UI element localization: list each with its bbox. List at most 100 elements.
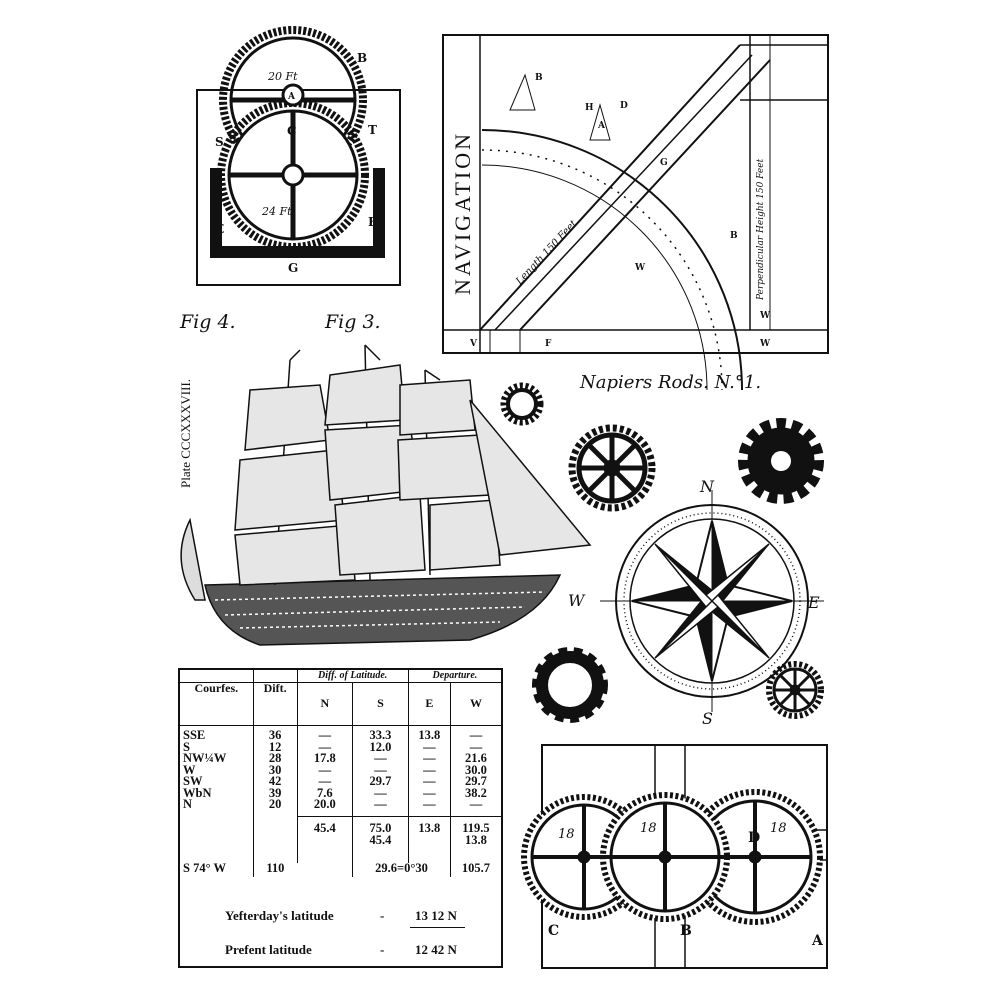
label-d: D	[620, 101, 628, 111]
small-spoked-gear-icon	[766, 661, 824, 719]
gear-figure-fig4: B A C S T E F G 20 Ft 24 Ft	[196, 26, 401, 286]
traverse-table: Diff. of Latitude. Departure. Courfes. D…	[178, 668, 503, 968]
table-cell: WbN	[183, 785, 212, 800]
final-course: S 74° W	[183, 861, 226, 875]
label-20ft: 20 Ft	[267, 70, 298, 83]
table-cell: 17.8	[313, 751, 336, 765]
compass-e: E	[807, 593, 820, 612]
small-ring-gear-icon	[500, 382, 544, 426]
total-s-2: 45.4	[369, 832, 392, 847]
label-e: E	[215, 222, 224, 236]
label-b: B	[535, 73, 543, 83]
table-cell: —	[423, 739, 436, 754]
table-cell: —	[423, 797, 436, 811]
table-cell: —	[374, 785, 387, 800]
table-cell: SSE	[183, 728, 206, 742]
table-cell: —	[318, 774, 332, 788]
table-cell: S	[183, 739, 190, 754]
table-cell: 28	[268, 751, 282, 765]
final-dist: 110	[252, 862, 297, 877]
col-header: W	[449, 682, 501, 726]
fig4-caption: Fig 4.	[179, 311, 236, 333]
table-cell: 29.7	[369, 774, 392, 788]
table-cell: 20.0	[313, 797, 336, 811]
yesterday-value: 13 12 N	[415, 908, 457, 923]
label-w: W	[759, 339, 771, 349]
table-cell: 38.2	[465, 785, 487, 800]
table-cell: NW¼W	[183, 751, 227, 765]
label-a: A	[287, 92, 296, 102]
total-s-1: 75.0	[369, 821, 392, 835]
label-t: T	[368, 123, 377, 137]
table-cell: 30.0	[465, 762, 487, 777]
col-header: Dift.	[252, 682, 297, 726]
label-w: W	[634, 263, 646, 273]
spoked-wheel-gear-icon	[568, 424, 656, 512]
table-cell: —	[469, 797, 483, 811]
table-cell: SW	[183, 774, 203, 788]
present-value: 12 42 N	[415, 942, 457, 957]
table-cell: —	[318, 728, 332, 742]
compass-w: W	[568, 591, 586, 610]
label-s: S	[215, 135, 224, 149]
quadrant-perp-label: Perpendicular Height 150 Feet	[756, 158, 766, 301]
table-cell: 36	[268, 728, 282, 742]
wheel-label-18: 18	[640, 821, 657, 836]
table-cell: 29.7	[465, 774, 487, 788]
col-header: S	[352, 682, 409, 726]
label-g: G	[660, 158, 668, 168]
table-cell: —	[469, 739, 483, 754]
three-wheels-figure: 18 18 18 D A B C	[521, 744, 828, 969]
total-e: 13.8	[407, 816, 451, 863]
dash: -	[380, 908, 385, 923]
label-a: A	[811, 933, 824, 949]
table-cell: —	[423, 785, 436, 800]
table-cell: —	[469, 728, 483, 742]
fig3-caption: Fig 3.	[324, 311, 381, 333]
final-departure: 105.7	[449, 862, 501, 877]
table-cell: 30	[268, 762, 282, 777]
label-24ft: 24 Ft	[261, 205, 292, 218]
total-n: 45.4	[296, 816, 353, 863]
table-cell: —	[374, 762, 387, 777]
table-cell: 42	[268, 774, 282, 788]
final-diff: 29.6=0°30	[352, 862, 451, 877]
total-w-1: 119.5	[462, 821, 490, 835]
sum-line	[410, 927, 465, 928]
napiers-rods-caption: Napiers Rods. N.°1.	[579, 372, 761, 393]
present-label: Prefent latitude	[225, 942, 312, 957]
solid-cog-gear-icon	[738, 418, 824, 504]
compass-rose-icon: N E S W	[568, 477, 824, 728]
table-cell: 21.6	[465, 751, 487, 765]
label-h: H	[585, 103, 594, 113]
table-cell: —	[423, 762, 436, 777]
total-w-2: 13.8	[465, 832, 487, 847]
table-cell: 7.6	[317, 785, 333, 800]
plate-caption: Plate CCCXXXVIII.	[178, 379, 193, 488]
open-cog-gear-icon	[532, 647, 608, 723]
compass-s: S	[702, 709, 713, 728]
navigation-quadrant-fig3: NAVIGATION Length 150 Feet Perpendicular…	[442, 34, 829, 391]
table-cell: 12.0	[369, 739, 392, 754]
departure-header: Departure.	[407, 670, 501, 683]
col-header: E	[407, 682, 451, 726]
label-c: C	[548, 923, 559, 939]
yesterday-label: Yefterday's latitude	[225, 908, 334, 923]
label-c: C	[287, 124, 297, 138]
dash: -	[380, 942, 385, 957]
diff-lat-header: Diff. of Latitude.	[296, 670, 409, 683]
table-cell: 20	[268, 797, 282, 811]
table-cell: —	[318, 762, 332, 777]
table-cell: —	[374, 797, 387, 811]
label-f: F	[545, 339, 552, 349]
col-header: Courfes.	[180, 682, 254, 726]
col-header: N	[296, 682, 353, 726]
label-d: D	[748, 830, 760, 846]
label-b: B	[357, 51, 367, 65]
label-w: W	[759, 311, 771, 321]
table-cell: —	[318, 739, 332, 754]
label-a: A	[597, 121, 606, 131]
